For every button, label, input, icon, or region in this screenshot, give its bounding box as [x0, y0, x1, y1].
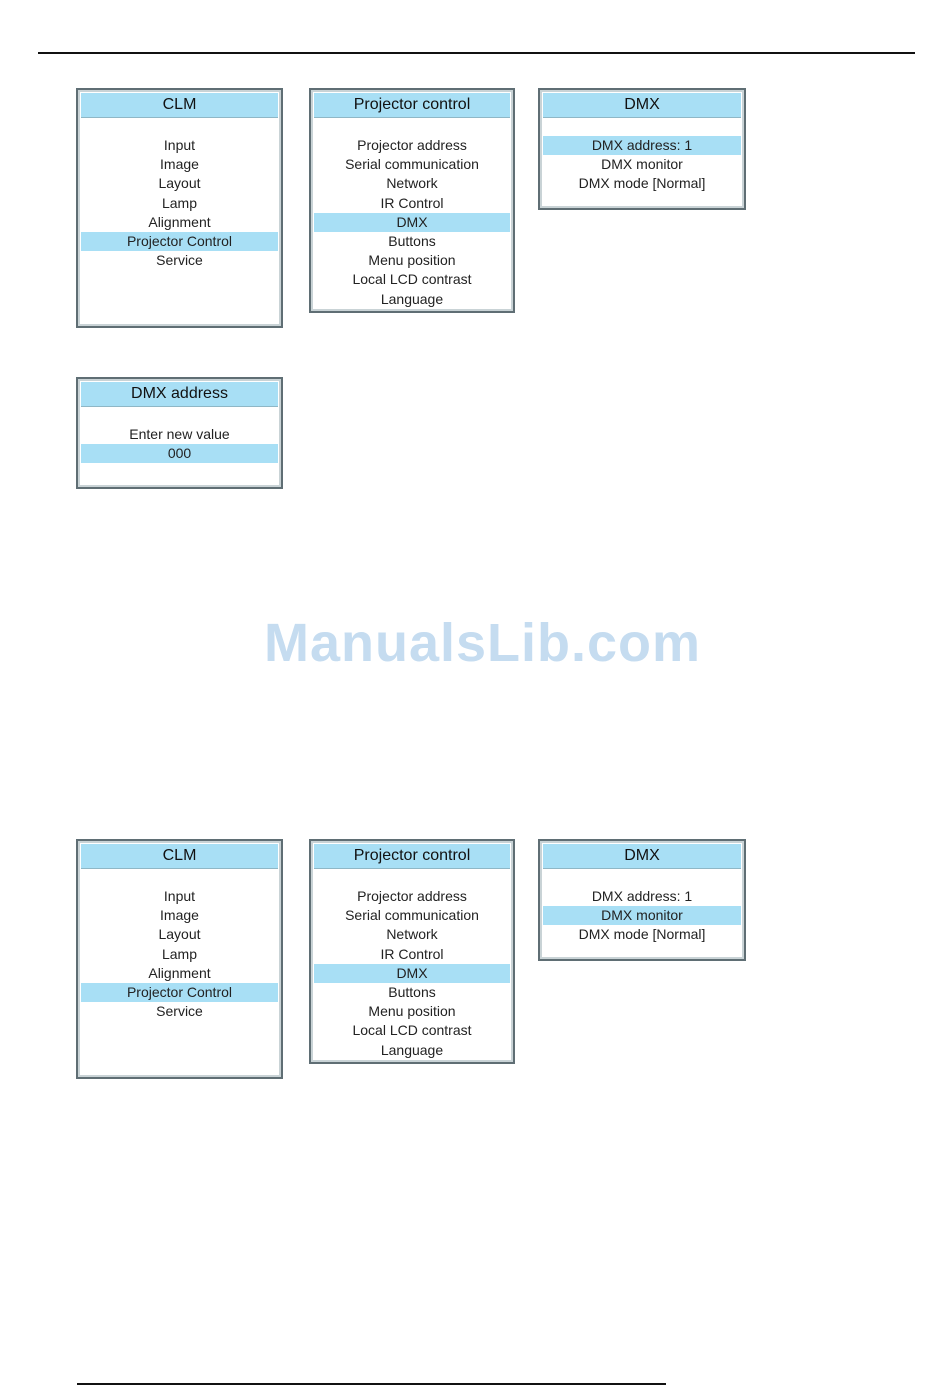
- menu-item[interactable]: Input: [163, 888, 196, 904]
- menu-item[interactable]: DMX address: 1: [543, 136, 741, 156]
- menu-title: CLM: [81, 844, 278, 869]
- menu-item[interactable]: DMX monitor: [601, 156, 683, 173]
- menu-item[interactable]: DMX: [314, 212, 510, 232]
- footer-rule: [77, 1383, 666, 1385]
- menu-item[interactable]: DMX mode [Normal]: [578, 926, 706, 943]
- menu-item[interactable]: DMX address: 1: [591, 888, 693, 904]
- menu-item[interactable]: Enter new value: [129, 426, 230, 442]
- menu-title: DMX: [543, 844, 741, 869]
- menu-item[interactable]: Language: [380, 1041, 444, 1058]
- menu-item[interactable]: Service: [156, 252, 203, 269]
- menu-title: Projector control: [314, 93, 510, 118]
- menu-item[interactable]: 000: [81, 444, 278, 464]
- menu-item[interactable]: Menu position: [368, 252, 456, 269]
- menu-item[interactable]: IR Control: [380, 945, 444, 962]
- menu-item[interactable]: Input: [163, 137, 196, 153]
- menu-item[interactable]: Projector Control: [81, 231, 278, 252]
- menu-item[interactable]: Service: [156, 1003, 203, 1020]
- menu-item[interactable]: Serial communication: [345, 907, 479, 924]
- menu-item[interactable]: DMX: [314, 963, 510, 983]
- menu-item[interactable]: Image: [160, 907, 199, 924]
- menu-item[interactable]: Alignment: [148, 213, 211, 230]
- menu-item[interactable]: Language: [380, 290, 444, 307]
- menu-item[interactable]: Menu position: [368, 1003, 456, 1020]
- menu-item[interactable]: Network: [386, 175, 438, 192]
- header-rule: [38, 52, 915, 54]
- menu-item[interactable]: DMX mode [Normal]: [578, 175, 706, 192]
- menu-title: Projector control: [314, 844, 510, 869]
- menu-item[interactable]: Projector address: [357, 888, 467, 904]
- menu-item[interactable]: Layout: [158, 926, 201, 943]
- watermark: ManualsLib.com: [263, 613, 702, 673]
- menu-item[interactable]: Serial communication: [345, 156, 479, 173]
- menu-item[interactable]: Local LCD contrast: [352, 271, 472, 288]
- menu-item[interactable]: Layout: [158, 175, 201, 192]
- menu-item[interactable]: Lamp: [161, 945, 198, 962]
- menu-title: DMX: [543, 93, 741, 118]
- menu-item[interactable]: Lamp: [161, 194, 198, 211]
- menu-item[interactable]: Buttons: [388, 232, 436, 249]
- menu-item[interactable]: Projector Control: [81, 982, 278, 1003]
- menu-item[interactable]: Network: [386, 926, 438, 943]
- menu-item[interactable]: IR Control: [380, 194, 444, 211]
- menu-item-list: Enter new value 000: [78, 407, 281, 464]
- menu-item[interactable]: DMX monitor: [543, 906, 741, 926]
- menu-item[interactable]: Image: [160, 156, 199, 173]
- menu-title: CLM: [81, 93, 278, 118]
- menu-item[interactable]: Alignment: [148, 964, 211, 981]
- menu-item[interactable]: Local LCD contrast: [352, 1022, 472, 1039]
- menu-title: DMX address: [81, 382, 278, 407]
- menu-item[interactable]: Buttons: [388, 983, 436, 1000]
- menu-item[interactable]: Projector address: [357, 137, 467, 153]
